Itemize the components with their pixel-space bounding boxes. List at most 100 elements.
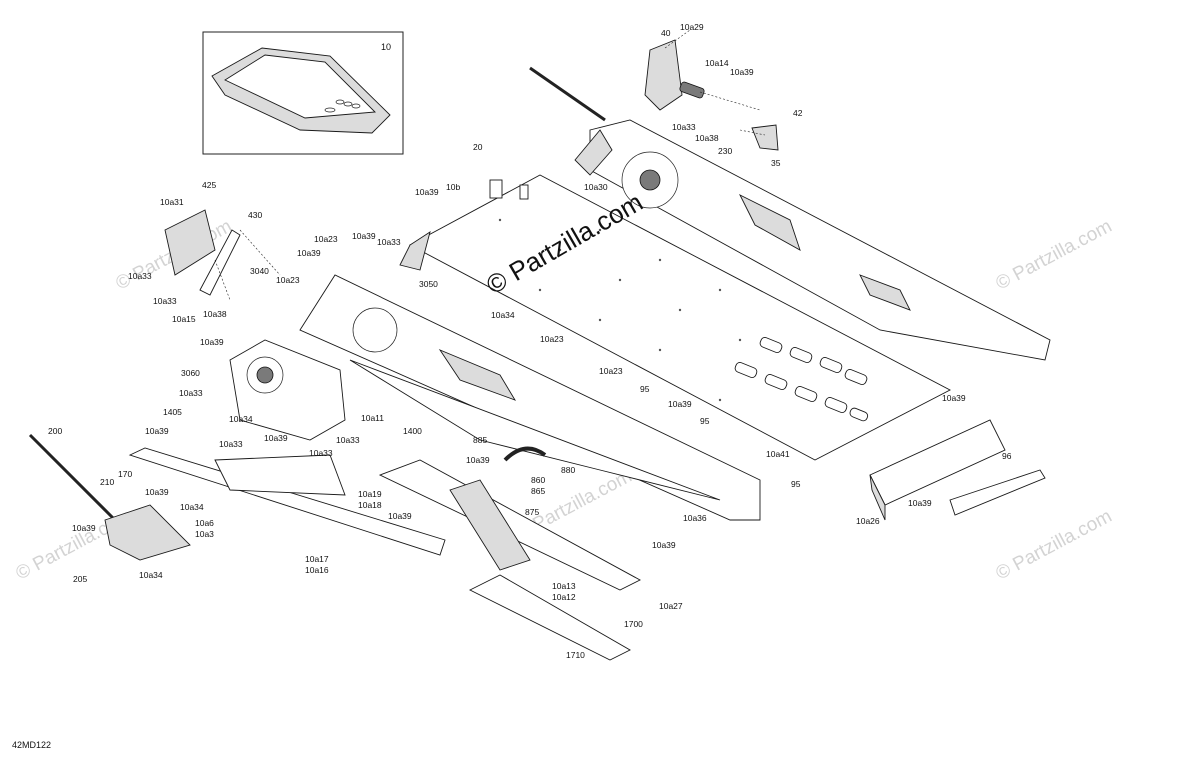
lower-left-parts (28, 433, 446, 561)
callout-10a34: 10a34 (139, 570, 163, 580)
callout-10a39: 10a39 (72, 523, 96, 533)
callout-10a23: 10a23 (540, 334, 564, 344)
callout-10a17: 10a17 (305, 554, 329, 564)
callout-10a16: 10a16 (305, 565, 329, 575)
right-rear-rod (529, 66, 606, 122)
upper-left-bracket (164, 209, 281, 301)
tunnel-rivets (498, 218, 742, 402)
steering-bearing (679, 81, 705, 99)
bracket-10a6 (104, 504, 191, 561)
callout-880: 880 (561, 465, 575, 475)
lower-middle-parts (378, 446, 641, 661)
callout-40: 40 (661, 28, 671, 38)
callout-430: 430 (248, 210, 262, 220)
callout-10a12: 10a12 (552, 592, 576, 602)
callout-10a39: 10a39 (200, 337, 224, 347)
callout-1400: 1400 (403, 426, 422, 436)
left-side-rail (299, 274, 761, 521)
callout-10a34: 10a34 (180, 502, 204, 512)
right-rail-vent (738, 193, 801, 251)
brace-10a15 (199, 229, 241, 296)
callout-10a33: 10a33 (153, 296, 177, 306)
callout-10a26: 10a26 (856, 516, 880, 526)
callout-10a19: 10a19 (358, 489, 382, 499)
right-side-rail (529, 66, 1051, 361)
callout-10a39: 10a39 (352, 231, 376, 241)
callout-10a29: 10a29 (680, 22, 704, 32)
callout-10a6: 10a6 (195, 518, 214, 528)
callout-10a33: 10a33 (219, 439, 243, 449)
callout-10a33: 10a33 (336, 435, 360, 445)
callout-885: 885 (473, 435, 487, 445)
callout-10a39: 10a39 (388, 511, 412, 521)
callout-96: 96 (1002, 451, 1012, 461)
callout-42: 42 (793, 108, 803, 118)
callout-10a31: 10a31 (160, 197, 184, 207)
callout-95: 95 (640, 384, 650, 394)
callout-10a34: 10a34 (229, 414, 253, 424)
right-rail-rear-bracket (859, 274, 911, 311)
callout-10a15: 10a15 (172, 314, 196, 324)
inset-label: 10 (381, 42, 391, 52)
callout-10a39: 10a39 (145, 426, 169, 436)
tunnel-plate (399, 174, 951, 461)
callout-10a41: 10a41 (766, 449, 790, 459)
left-rail-side (299, 274, 761, 521)
callout-10a18: 10a18 (358, 500, 382, 510)
callout-1405: 1405 (163, 407, 182, 417)
callout-labels: 425 10a31 430 10a33 10a33 10a15 10a38 30… (48, 22, 1012, 660)
right-rail-front-bracket (574, 129, 613, 176)
callout-10a33: 10a33 (672, 122, 696, 132)
callout-3060: 3060 (181, 368, 200, 378)
running-board-brace (449, 479, 531, 571)
callout-10a27: 10a27 (659, 601, 683, 611)
front-bracket-10a31 (164, 209, 216, 276)
footrest-strip-10a17 (128, 447, 446, 556)
callout-170: 170 (118, 469, 132, 479)
callout-10a14: 10a14 (705, 58, 729, 68)
callout-10a39: 10a39 (415, 187, 439, 197)
callout-210: 210 (100, 477, 114, 487)
callout-10a23: 10a23 (276, 275, 300, 285)
callout-1710: 1710 (566, 650, 585, 660)
callout-865: 865 (531, 486, 545, 496)
left-rail-boss (352, 307, 398, 353)
callout-10a39: 10a39 (466, 455, 490, 465)
tunnel-vent-slots (734, 337, 869, 422)
callout-425: 425 (202, 180, 216, 190)
upper-left-leaders (214, 229, 281, 301)
left-rail-lower-edge (349, 359, 721, 501)
watermark-right: © Partzilla.com (992, 216, 1115, 295)
callout-35: 35 (771, 158, 781, 168)
callout-10a11: 10a11 (361, 413, 384, 423)
front-suspension-plate (229, 339, 346, 441)
tunnel-front-bracket (399, 230, 431, 271)
callout-10a38: 10a38 (695, 133, 719, 143)
callout-10a33: 10a33 (128, 271, 152, 281)
upper-right-bracket (644, 29, 779, 151)
callout-10a34: 10a34 (491, 310, 515, 320)
tunnel-heat-exchanger-inlet (489, 179, 503, 199)
rod-200 (28, 433, 117, 522)
callout-10a39: 10a39 (942, 393, 966, 403)
callout-10a39: 10a39 (908, 498, 932, 508)
callout-10a38: 10a38 (203, 309, 227, 319)
callout-95: 95 (791, 479, 801, 489)
inset-slots (324, 99, 361, 113)
side-plate-35 (751, 124, 779, 151)
running-board-10a13 (378, 459, 641, 591)
callout-10a39: 10a39 (145, 487, 169, 497)
callout-10b: 10b (446, 182, 460, 192)
callout-200: 200 (48, 426, 62, 436)
callout-95: 95 (700, 416, 710, 426)
right-rail-drive-hole (639, 169, 661, 191)
left-front-plate (229, 339, 346, 441)
steering-bracket (644, 39, 683, 111)
callout-10a33: 10a33 (377, 237, 401, 247)
bumper-end (869, 474, 886, 521)
tunnel-fitting (519, 184, 529, 200)
callout-10a39: 10a39 (264, 433, 288, 443)
upper-right-leaders (664, 29, 766, 136)
callout-10a3: 10a3 (195, 529, 214, 539)
